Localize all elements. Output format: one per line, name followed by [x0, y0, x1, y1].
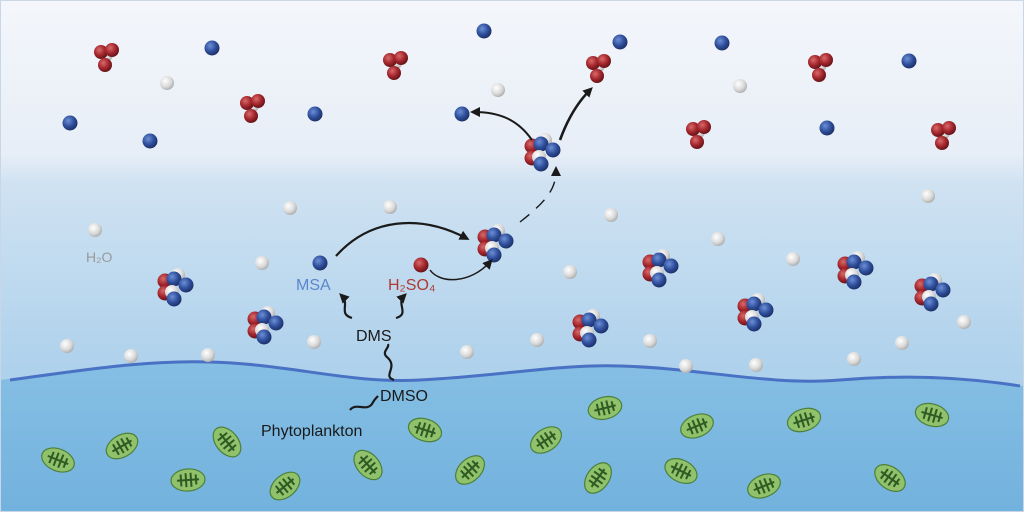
msa-to-cluster-arrow [335, 221, 470, 257]
release-msa-arrow [470, 107, 533, 141]
msa-precursor-molecule [312, 255, 328, 271]
ocean-body [0, 361, 1024, 512]
h2so4-to-cluster-arrow [429, 259, 493, 281]
phytoplankton-to-dmso-squiggle [349, 395, 379, 411]
sea-surface-wave [9, 360, 1021, 388]
dmso-to-dms-squiggle [383, 343, 395, 382]
h2so4-label: H₂SO₄ [388, 277, 435, 294]
cluster-growth-dashed-arrow [519, 166, 561, 223]
msa-label: MSA [296, 277, 331, 294]
phytoplankton-label: Phytoplankton [261, 423, 362, 440]
dms-to-msa-squiggle [339, 293, 353, 320]
release-sulfate-arrow [558, 87, 593, 141]
dms-label: DMS [356, 328, 392, 345]
reaction-arrows [335, 87, 593, 411]
sulfuric-acid-precursor-molecule [413, 257, 429, 273]
dmso-label: DMSO [380, 388, 428, 405]
dms-to-h2so4-squiggle [395, 293, 407, 320]
water-label: H₂O [86, 249, 113, 265]
